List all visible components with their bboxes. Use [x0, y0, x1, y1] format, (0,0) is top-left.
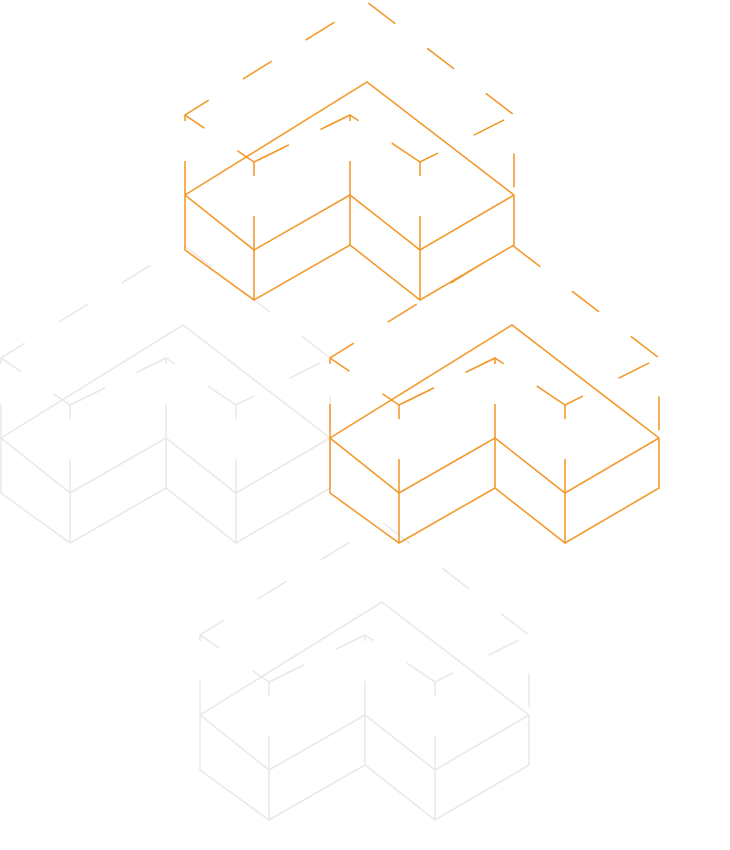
dashed-guide-line [349, 114, 421, 163]
block-edge-line [184, 81, 515, 196]
block-edge-line [69, 438, 237, 543]
dashed-guide-line [253, 114, 351, 163]
dashed-guide-line [364, 634, 436, 683]
block-edge-line [329, 324, 660, 439]
grey-block-bottom [199, 521, 530, 821]
dashed-guide-line [329, 357, 400, 493]
dashed-guide-line [419, 114, 515, 250]
orange-block-top [184, 1, 515, 301]
dashed-guide-line [69, 357, 167, 406]
dashed-guide-line [268, 634, 366, 683]
dashed-guide-line [0, 357, 71, 493]
block-edge-line [0, 324, 331, 439]
dashed-guide-line [184, 114, 255, 250]
block-edge-line [398, 438, 566, 543]
dashed-guide-line [199, 634, 270, 770]
dashed-guide-line [434, 634, 530, 770]
grey-block-left [0, 244, 331, 544]
dashed-guide-line [398, 357, 496, 406]
blocks-layer [0, 1, 660, 821]
block-edge-line [199, 601, 530, 716]
dashed-guide-line [165, 357, 237, 406]
block-edge-line [268, 715, 436, 820]
dashed-guide-line [494, 357, 566, 406]
dashed-guide-line [235, 357, 331, 493]
dashed-guide-line [564, 357, 660, 493]
orange-block-middle [329, 244, 660, 544]
block-edge-line [253, 195, 421, 300]
